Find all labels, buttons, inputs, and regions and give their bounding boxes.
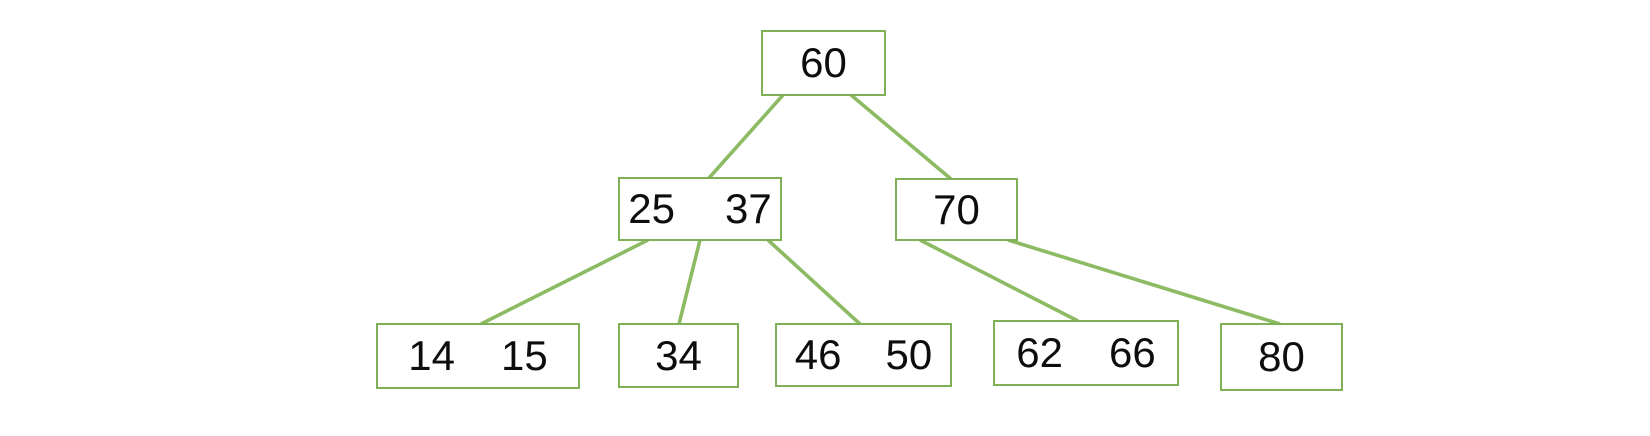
node-key: 46: [794, 331, 842, 378]
tree-edge: [707, 93, 785, 180]
node-key: 70: [933, 185, 980, 233]
node-key: 14: [408, 332, 455, 379]
tree-edge: [480, 238, 649, 326]
node-key: 80: [1258, 333, 1305, 380]
node-key: 25: [628, 185, 675, 232]
tree-node-34: 34: [618, 323, 739, 388]
tree-edge: [677, 239, 702, 325]
tree-edge: [919, 238, 1079, 323]
tree-edge: [766, 238, 862, 326]
tree-edge: [849, 93, 953, 181]
node-key: 50: [885, 331, 933, 378]
node-key: 60: [800, 39, 847, 86]
tree-node-60: 60: [761, 30, 886, 96]
tree-node-62-66: 62 66: [993, 320, 1179, 386]
node-key: 62: [1016, 329, 1063, 376]
tree-node-25-37: 25 37: [618, 177, 782, 241]
node-key: 34: [655, 331, 702, 379]
node-key: 37: [725, 185, 772, 232]
tree-node-46-50: 46 50: [775, 323, 952, 387]
tree-node-80: 80: [1220, 323, 1343, 391]
tree-node-14-15: 14 15: [376, 323, 580, 389]
tree-node-70: 70: [895, 178, 1018, 241]
tree-edge: [1007, 238, 1281, 326]
node-key: 66: [1109, 329, 1156, 376]
node-key: 15: [501, 332, 548, 379]
